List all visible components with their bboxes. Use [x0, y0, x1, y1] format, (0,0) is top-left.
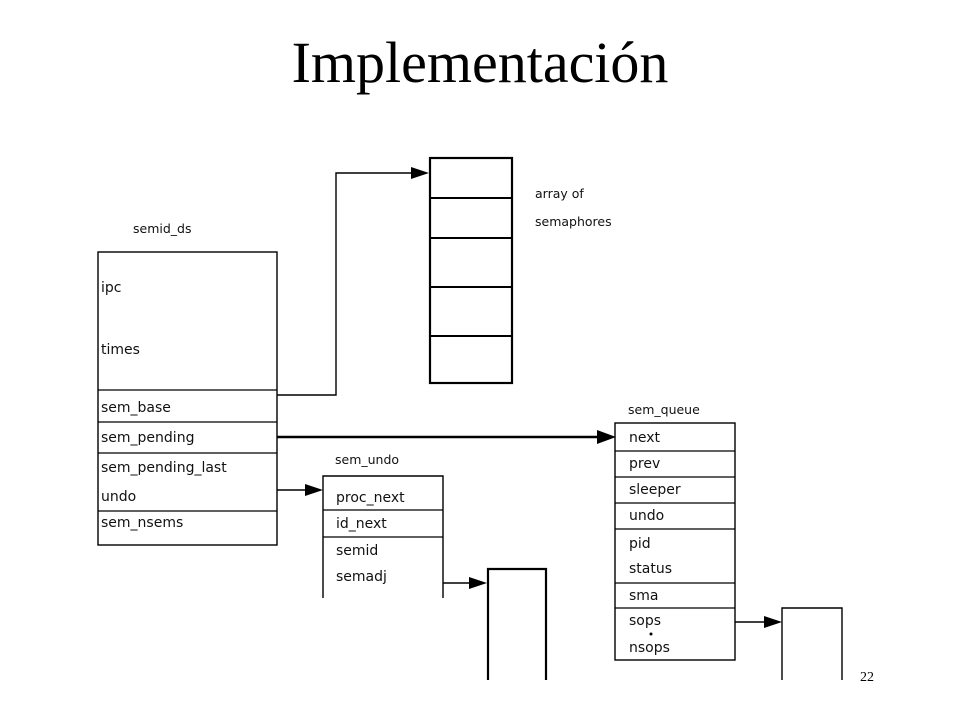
semid-ds-field-undo: undo — [101, 489, 136, 505]
semaphore-array-label-2: semaphores — [535, 214, 612, 229]
sem-queue-struct: sem_queue next prev sleeper undo pid sta… — [614, 402, 736, 661]
semaphore-array-box — [428, 156, 514, 385]
sem-undo-field-id-next: id_next — [336, 516, 387, 532]
sem-queue-field-status: status — [629, 561, 672, 577]
semadj-target-box — [486, 567, 548, 680]
sem-queue-field-sops: sops — [629, 613, 661, 629]
semid-ds-field-times: times — [101, 342, 140, 358]
slide-title: Implementación — [292, 30, 669, 95]
sem-queue-field-nsops: nsops — [629, 640, 670, 656]
semid-ds-struct: semid_ds ipc times sem_base sem_pending … — [97, 221, 278, 546]
sem-queue-field-undo: undo — [629, 508, 664, 524]
sem-undo-struct: sem_undo proc_next id_next semid semadj — [322, 452, 444, 598]
arrow-head — [305, 484, 323, 496]
arrow-head — [469, 577, 487, 589]
arrow-head — [411, 167, 429, 179]
arrow-undo — [277, 484, 323, 496]
arrow-head — [764, 616, 782, 628]
semid-ds-field-ipc: ipc — [101, 280, 121, 296]
semid-ds-box — [97, 251, 278, 546]
semaphore-array-label-1: array of — [535, 186, 584, 201]
arrow-sops — [735, 616, 782, 628]
sem-queue-field-pid: pid — [629, 536, 651, 552]
arrow-sem-base — [277, 167, 429, 396]
semid-ds-field-sem-pending-last: sem_pending_last — [101, 460, 227, 476]
sem-undo-field-semid: semid — [336, 543, 378, 559]
semid-ds-field-sem-nsems: sem_nsems — [101, 515, 183, 531]
sem-queue-field-sleeper: sleeper — [629, 482, 681, 498]
sem-queue-box — [614, 422, 736, 661]
arrow-semadj — [443, 577, 487, 589]
dot-mark — [649, 632, 653, 636]
sem-undo-field-semadj: semadj — [336, 569, 387, 585]
sops-target-box — [781, 607, 843, 680]
arrow-sem-pending — [277, 430, 616, 444]
sem-queue-field-prev: prev — [629, 456, 660, 472]
page-number: 22 — [860, 670, 874, 685]
sem-undo-title: sem_undo — [335, 452, 399, 467]
arrow-line — [277, 172, 414, 396]
semaphore-array: array of semaphores — [428, 156, 612, 385]
semid-ds-field-sem-pending: sem_pending — [101, 430, 194, 446]
semid-ds-title: semid_ds — [133, 221, 191, 236]
sem-queue-field-sma: sma — [629, 588, 659, 604]
sem-undo-field-proc-next: proc_next — [336, 490, 405, 506]
semid-ds-field-sem-base: sem_base — [101, 400, 171, 416]
sem-queue-field-next: next — [629, 430, 661, 446]
arrow-head — [597, 430, 616, 444]
sem-queue-title: sem_queue — [628, 402, 700, 417]
